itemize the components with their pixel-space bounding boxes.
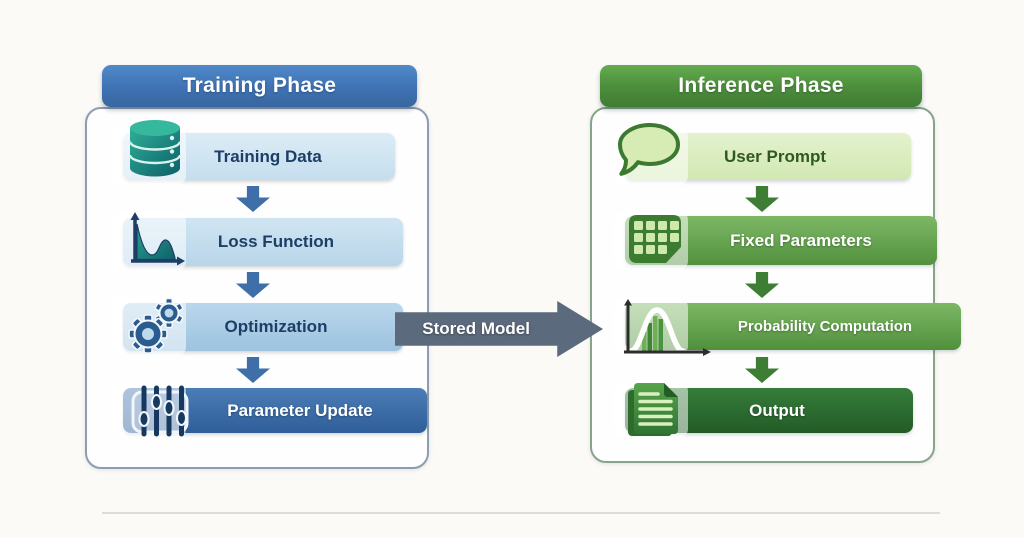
gears-icon xyxy=(128,297,184,354)
training-phase-header: Training Phase xyxy=(102,65,417,107)
bell-curve-icon xyxy=(624,299,711,356)
step-optimization-label: Optimization xyxy=(224,317,328,336)
training-phase-title: Training Phase xyxy=(182,74,337,97)
step-parameter-update-label: Parameter Update xyxy=(227,400,373,420)
grid-icon xyxy=(629,215,681,263)
sliders-icon xyxy=(131,385,189,437)
step-probability-computation-label: Probability Computation xyxy=(737,318,913,335)
document-icon xyxy=(628,383,678,436)
step-loss-function-label: Loss Function xyxy=(217,232,335,251)
inference-phase-header: Inference Phase xyxy=(600,65,922,107)
inference-phase-title: Inference Phase xyxy=(678,74,844,97)
step-output-label: Output xyxy=(749,400,805,420)
footer-divider xyxy=(102,512,940,514)
step-user-prompt-label: User Prompt xyxy=(723,146,827,166)
database-icon xyxy=(128,120,182,177)
speech-bubble-icon xyxy=(618,123,680,176)
step-fixed-parameters-label: Fixed Parameters xyxy=(730,230,872,250)
step-training-data-label: Training Data xyxy=(214,146,322,166)
stored-model-label: Stored Model xyxy=(422,319,530,338)
loss-curve-icon xyxy=(130,212,185,266)
